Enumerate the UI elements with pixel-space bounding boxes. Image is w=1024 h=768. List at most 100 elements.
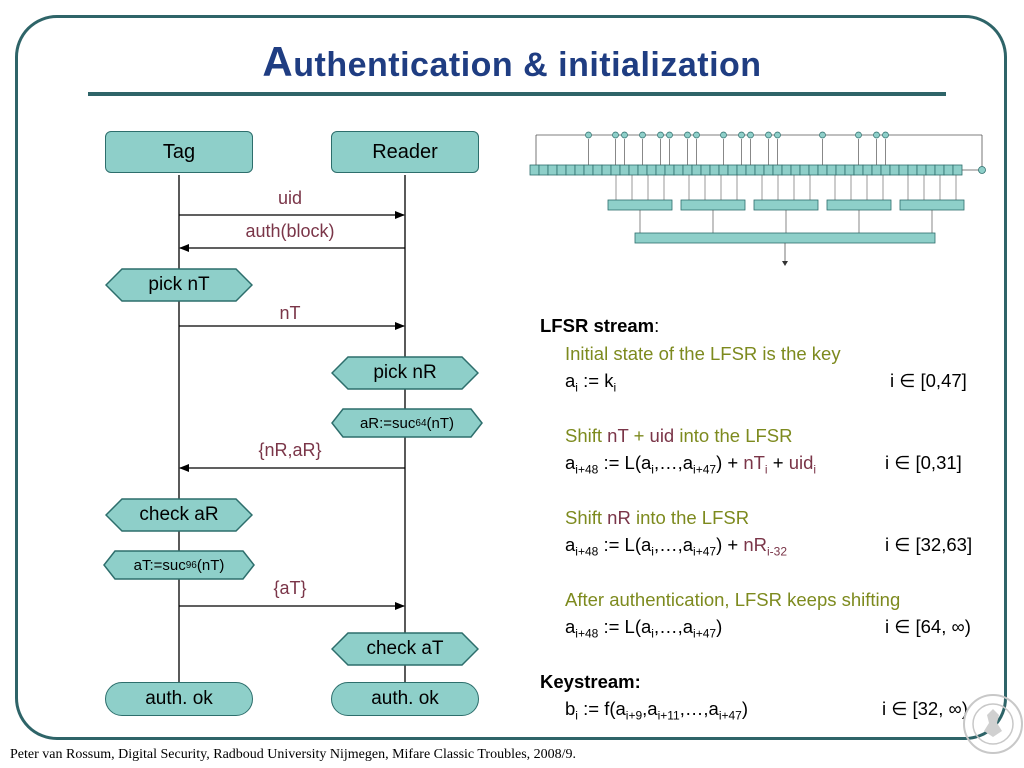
lfsr-cell bbox=[871, 164, 882, 176]
lfsr-cell bbox=[754, 164, 765, 176]
reader-box: Reader bbox=[331, 131, 479, 173]
lfsr-cell bbox=[718, 164, 729, 176]
lfsr-cell bbox=[646, 164, 657, 176]
lfsr-cell bbox=[745, 164, 756, 176]
lfsr-cell bbox=[925, 164, 936, 176]
keystream-range: i ∈ [32, ∞) bbox=[882, 698, 968, 719]
lfsr-cell bbox=[547, 164, 558, 176]
lfsr-cell bbox=[601, 164, 612, 176]
lfsr-s3-eq: ai+48 := L(ai,…,ai+47) + nRi-32 bbox=[565, 534, 787, 559]
combine-block bbox=[634, 232, 936, 244]
tap-xor bbox=[855, 131, 862, 139]
lfsr-schematic bbox=[529, 131, 986, 266]
lfsr-cell bbox=[529, 164, 540, 176]
tap-xor bbox=[873, 131, 880, 139]
lfsr-cell bbox=[826, 164, 837, 176]
lfsr-cell bbox=[682, 164, 693, 176]
lfsr-cell bbox=[736, 164, 747, 176]
tap-xor bbox=[819, 131, 826, 139]
msg-uid: uid bbox=[277, 188, 303, 208]
lfsr-cell bbox=[799, 164, 810, 176]
tap-xor bbox=[612, 131, 619, 139]
step-pick-nR: pick nR bbox=[331, 356, 479, 390]
msg-aT: {aT} bbox=[273, 578, 307, 598]
lfsr-s3-range: i ∈ [32,63] bbox=[885, 534, 973, 555]
lfsr-cell bbox=[691, 164, 702, 176]
lfsr-cell bbox=[916, 164, 927, 176]
lfsr-cell bbox=[538, 164, 549, 176]
lfsr-cell bbox=[772, 164, 783, 176]
xor-gate bbox=[978, 166, 986, 174]
reader-auth-ok: auth. ok bbox=[331, 682, 479, 716]
lfsr-s1-eq: ai := ki bbox=[565, 370, 617, 395]
lfsr-cell bbox=[880, 164, 891, 176]
footer-citation: Peter van Rossum, Digital Security, Radb… bbox=[10, 747, 577, 762]
lfsr-cell bbox=[727, 164, 738, 176]
lfsr-cell bbox=[952, 164, 963, 176]
lfsr-heading: LFSR stream: bbox=[540, 315, 660, 336]
msg-nR-aR: {nR,aR} bbox=[258, 440, 322, 460]
filter-block bbox=[899, 199, 965, 211]
lfsr-cell bbox=[934, 164, 945, 176]
tap-xor bbox=[585, 131, 592, 139]
lfsr-cell bbox=[637, 164, 648, 176]
tag-box: Tag bbox=[105, 131, 253, 173]
lfsr-cell bbox=[655, 164, 666, 176]
lfsr-s4-range: i ∈ [64, ∞) bbox=[885, 616, 971, 637]
tap-xor bbox=[738, 131, 745, 139]
lfsr-s2-eq: ai+48 := L(ai,…,ai+47) + nTi + uidi bbox=[565, 452, 817, 477]
tap-xor bbox=[774, 131, 781, 139]
tap-xor bbox=[882, 131, 889, 139]
tap-xor bbox=[747, 131, 754, 139]
lfsr-cell bbox=[943, 164, 954, 176]
lfsr-s4-eq: ai+48 := L(ai,…,ai+47) bbox=[565, 616, 723, 641]
lfsr-cell bbox=[619, 164, 630, 176]
step-check-aT: check aT bbox=[331, 632, 479, 666]
lfsr-s4-title: After authentication, LFSR keeps shiftin… bbox=[565, 589, 901, 610]
tap-xor bbox=[639, 131, 646, 139]
lfsr-s1-range: i ∈ [0,47] bbox=[890, 370, 967, 391]
filter-block bbox=[607, 199, 673, 211]
tap-xor bbox=[684, 131, 691, 139]
lfsr-cell bbox=[907, 164, 918, 176]
lfsr-cell bbox=[583, 164, 594, 176]
lfsr-cell bbox=[664, 164, 675, 176]
filter-block bbox=[753, 199, 819, 211]
tap-xor bbox=[621, 131, 628, 139]
keystream-arrow bbox=[782, 261, 788, 266]
lfsr-cell bbox=[808, 164, 819, 176]
lfsr-cell bbox=[817, 164, 828, 176]
tap-xor bbox=[666, 131, 673, 139]
lfsr-cell bbox=[763, 164, 774, 176]
slide-title: Authentication & initialization bbox=[262, 38, 762, 85]
lfsr-cell bbox=[628, 164, 639, 176]
msg-nT: nT bbox=[279, 303, 301, 323]
msg-auth-block: auth(block) bbox=[245, 221, 335, 241]
tap-xor bbox=[657, 131, 664, 139]
university-seal-icon bbox=[963, 694, 1023, 754]
lfsr-cell bbox=[610, 164, 621, 176]
tap-xor bbox=[720, 131, 727, 139]
keystream-eq: bi := f(ai+9,ai+11,…,ai+47) bbox=[565, 698, 749, 723]
step-pick-nT: pick nT bbox=[105, 268, 253, 302]
lfsr-cell bbox=[556, 164, 567, 176]
filter-block bbox=[680, 199, 746, 211]
tap-xor bbox=[693, 131, 700, 139]
lfsr-cell bbox=[790, 164, 801, 176]
lfsr-cell bbox=[898, 164, 909, 176]
step-check-aR: check aR bbox=[105, 498, 253, 532]
lfsr-cell bbox=[574, 164, 585, 176]
lfsr-cell bbox=[862, 164, 873, 176]
lfsr-cell bbox=[889, 164, 900, 176]
keystream-heading: Keystream: bbox=[540, 671, 641, 692]
lfsr-s2-title: Shift nT + uid into the LFSR bbox=[565, 425, 793, 446]
title-rule bbox=[88, 92, 946, 96]
lfsr-cell bbox=[592, 164, 603, 176]
slide-frame bbox=[15, 15, 1007, 740]
lfsr-cell bbox=[781, 164, 792, 176]
lfsr-cell bbox=[853, 164, 864, 176]
lfsr-cell bbox=[673, 164, 684, 176]
